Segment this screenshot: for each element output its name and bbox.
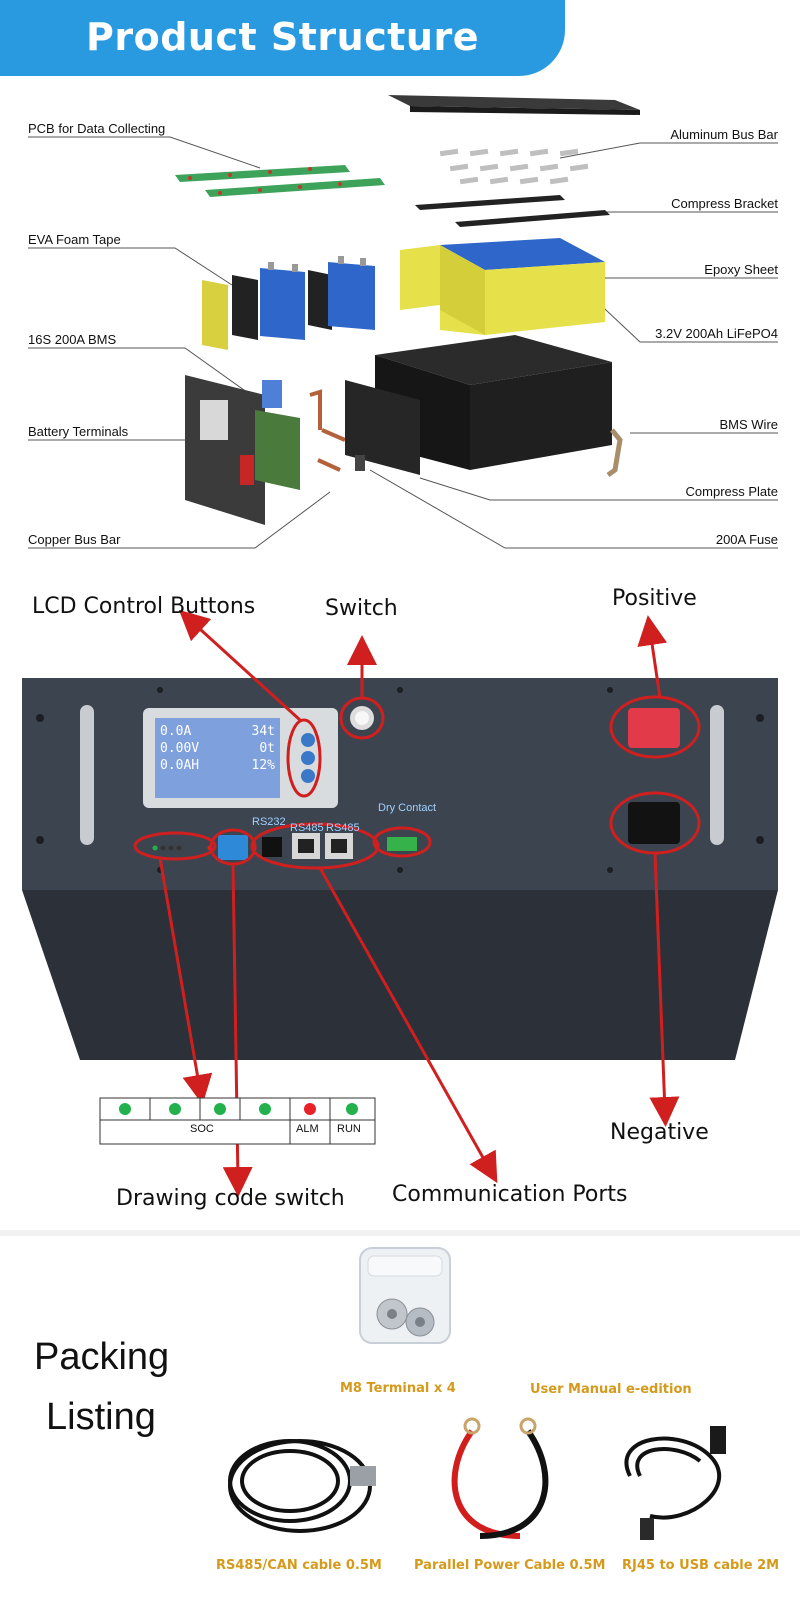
page-title: Product Structure: [86, 15, 479, 59]
callout-communication-ports: Communication Ports: [392, 1182, 628, 1207]
rs232-label: RS232: [252, 816, 286, 828]
led-indicator-0: [119, 1103, 131, 1115]
rs485-b-label: RS485: [326, 822, 360, 834]
product-structure-section: Product Structure: [0, 0, 800, 590]
lcd-cycles: 0t: [259, 741, 275, 756]
lcd-current: 0.0A: [160, 724, 192, 739]
lcd-voltage: 0.00V: [160, 741, 200, 756]
lcd-display: 0.0A 34t 0.00V 0t 0.0AH 12%: [160, 723, 275, 774]
label-compress-bracket: Compress Bracket: [671, 196, 778, 211]
led-indicator-4: [304, 1103, 316, 1115]
packing-list-section: Packing Listing M8 Terminal x 4 User Man…: [0, 1236, 800, 1600]
item-usb-cable: RJ45 to USB cable 2M: [622, 1558, 780, 1573]
section-divider: [0, 1230, 800, 1236]
packing-items-illustration: [228, 1247, 726, 1540]
packing-title-line2: Listing: [46, 1396, 156, 1438]
label-battery-terminals: Battery Terminals: [28, 424, 129, 439]
label-aluminum-bus-bar: Aluminum Bus Bar: [670, 127, 778, 142]
label-bms: 16S 200A BMS: [28, 332, 117, 347]
item-can-cable: RS485/CAN cable 0.5M: [216, 1558, 382, 1573]
item-parallel-power-cable: Parallel Power Cable 0.5M: [414, 1558, 606, 1573]
lcd-capacity: 0.0AH: [160, 758, 200, 773]
led-indicator-2: [214, 1103, 226, 1115]
callout-positive: Positive: [612, 586, 697, 611]
label-eva-foam: EVA Foam Tape: [28, 232, 121, 247]
led-indicator-5: [346, 1103, 358, 1115]
label-bms-wire: BMS Wire: [719, 417, 779, 432]
front-panel-illustration: [22, 609, 778, 1197]
led-indicator-3: [259, 1103, 271, 1115]
exploded-battery-diagram: [28, 95, 778, 549]
label-copper-bus-bar: Copper Bus Bar: [28, 532, 121, 547]
led-run-label: RUN: [337, 1123, 361, 1135]
label-compress-plate: Compress Plate: [685, 484, 778, 499]
packing-title-line1: Packing: [34, 1336, 170, 1378]
item-m8-terminal: M8 Terminal x 4: [340, 1381, 456, 1396]
callout-lcd-control-buttons: LCD Control Buttons: [32, 594, 256, 619]
label-pcb: PCB for Data Collecting: [28, 121, 166, 136]
label-lifepo4-cell: 3.2V 200Ah LiFePO4: [655, 326, 778, 341]
label-epoxy-sheet: Epoxy Sheet: [704, 262, 778, 277]
front-panel-section: 0.0A 34t 0.00V 0t 0.0AH 12% RS232 RS485 RS4…: [0, 586, 800, 1230]
led-alm-label: ALM: [296, 1123, 319, 1135]
led-indicator-1: [169, 1103, 181, 1115]
title-banner: [0, 0, 565, 76]
rs485-a-label: RS485: [290, 822, 324, 834]
led-soc-label: SOC: [190, 1123, 214, 1135]
callout-switch: Switch: [325, 596, 398, 621]
callout-negative: Negative: [610, 1120, 709, 1145]
lcd-temperature: 34t: [251, 724, 275, 739]
item-user-manual: User Manual e-edition: [530, 1382, 692, 1397]
label-200a-fuse: 200A Fuse: [715, 532, 778, 547]
lcd-soc: 12%: [251, 758, 275, 773]
dry-contact-label: Dry Contact: [378, 802, 437, 814]
led-indicators: [119, 1103, 358, 1115]
callout-drawing-code-switch: Drawing code switch: [116, 1186, 345, 1211]
